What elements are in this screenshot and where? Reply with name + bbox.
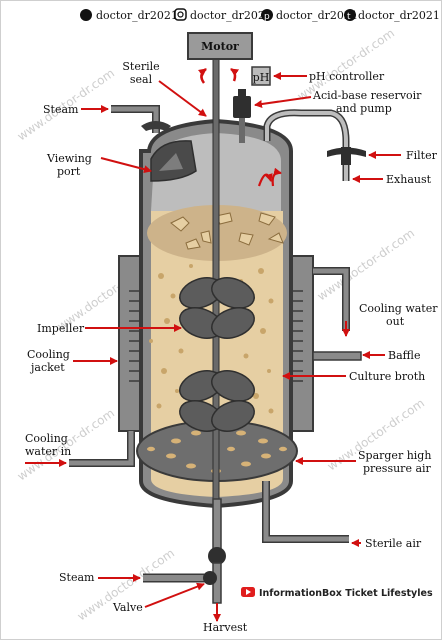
steam-top-valve	[141, 121, 171, 131]
cooling-jacket-label: Cooling	[27, 348, 70, 361]
jacket-ticks-right	[293, 290, 303, 382]
impeller-label: Impeller	[37, 322, 85, 335]
harvest-valve-top	[208, 547, 226, 565]
harvest-label: Harvest	[203, 621, 248, 634]
filter-label: Filter	[406, 149, 438, 162]
impeller-upper	[179, 277, 255, 339]
harvest-pipe	[212, 498, 222, 552]
svg-text:seal: seal	[130, 73, 153, 86]
pinterest-icon	[261, 9, 273, 21]
credit-text: InformationBox Ticket Lifestyles	[259, 588, 433, 599]
svg-text:t: t	[347, 12, 351, 22]
svg-text:pressure air: pressure air	[363, 462, 432, 475]
foam-flakes	[170, 212, 284, 250]
svg-text:out: out	[386, 315, 405, 328]
motor-label: Motor	[201, 40, 239, 53]
culture-broth-label: Culture broth	[349, 370, 425, 383]
impeller-lower	[179, 370, 255, 432]
svg-text:p: p	[264, 12, 270, 22]
acid-base-label: Acid-base reservoir	[312, 89, 422, 102]
cooling-water-out-label: Cooling water	[359, 302, 438, 315]
sparger-label: Sparger high	[358, 449, 431, 462]
credit-badge: InformationBox Ticket Lifestyles	[241, 587, 433, 599]
svg-text:water in: water in	[25, 445, 71, 458]
pinterest-handle: doctor_dr2021	[276, 9, 358, 22]
exhaust-label: Exhaust	[386, 173, 432, 186]
motor-box	[187, 32, 253, 60]
harvest-valve	[203, 571, 217, 585]
steam-bottom-label: Steam	[59, 571, 95, 584]
valve-label: Valve	[112, 601, 143, 614]
jacket-ticks-left	[129, 290, 139, 382]
instagram-icon	[174, 8, 187, 21]
sterile-seal-label: Sterile	[122, 60, 159, 73]
baffle-label: Baffle	[388, 349, 420, 362]
ph-controller-box	[251, 66, 271, 86]
sparger-holes	[147, 430, 287, 474]
ph-controller-label: pH controller	[309, 70, 385, 83]
twitter-icon	[80, 9, 92, 21]
tumblr-icon	[344, 9, 356, 21]
social-bar: doctor_dr2021 doctor_dr2021 p doctor_dr2…	[80, 8, 440, 22]
baffle	[312, 351, 362, 361]
ph-box-label: pH	[253, 71, 270, 84]
tumblr-handle: doctor_dr2021	[358, 9, 440, 22]
rotation-arrow	[198, 68, 207, 84]
svg-text:jacket: jacket	[29, 361, 65, 374]
svg-text:port: port	[57, 165, 81, 178]
bubbles	[149, 264, 274, 418]
instagram-handle: doctor_dr2021	[190, 9, 272, 22]
steam-top-label: Steam	[43, 103, 79, 116]
viewing-port-label: Viewing	[46, 152, 92, 165]
cooling-water-in-label: Cooling	[25, 432, 68, 445]
svg-text:and pump: and pump	[336, 102, 392, 115]
twitter-handle: doctor_dr2021	[96, 9, 178, 22]
gas-flow-arrow	[257, 173, 273, 187]
acid-base-reservoir	[233, 96, 251, 118]
labels-layer: Sterile seal pH controller Acid-base res…	[25, 60, 438, 634]
watermark-text: www.doctor-dr.com	[315, 226, 417, 304]
sterile-air-label: Sterile air	[365, 537, 422, 550]
